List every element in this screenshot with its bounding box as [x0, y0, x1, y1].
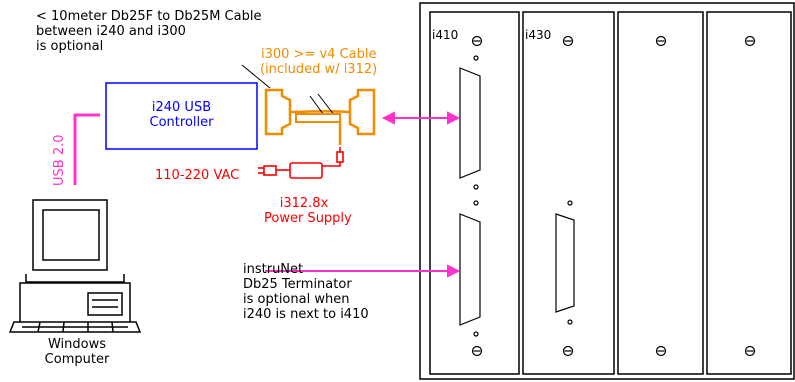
note-pointer-line	[241, 64, 271, 89]
chassis	[419, 2, 795, 380]
db25-plug-right	[348, 88, 376, 136]
i240-controller-label: i240 USB Controller	[106, 100, 257, 130]
db25-connectors	[459, 55, 575, 337]
screws	[471, 35, 756, 357]
terminator-note-line: Db25 Terminator	[243, 277, 352, 292]
screw-icon	[655, 35, 667, 47]
slot-i410	[429, 11, 520, 375]
power-supply-line: Power Supply	[264, 211, 352, 226]
i240-controller-line: Controller	[149, 115, 214, 130]
computer-icon	[8, 199, 142, 333]
screw-icon	[562, 35, 574, 47]
slot-4	[706, 11, 792, 375]
usb-label: USB 2.0	[52, 135, 67, 187]
computer-label-line: Windows	[47, 337, 107, 352]
db25-plug-left	[264, 88, 292, 136]
db25-connector-i430	[555, 200, 575, 325]
arrow-right-icon	[447, 264, 461, 278]
db25-connector-i410-top	[459, 55, 481, 190]
screw-icon	[744, 35, 756, 47]
usb-links	[73, 113, 100, 185]
i240-controller-box	[105, 82, 258, 150]
power-brick	[289, 162, 323, 179]
slot-3	[617, 11, 704, 375]
screw-icon	[562, 345, 574, 357]
i300-cable-label: i300 >= v4 Cable (included w/ i312)	[260, 47, 377, 77]
screw-icon	[471, 345, 483, 357]
slot-i430	[522, 11, 615, 375]
cable-arrows	[265, 111, 461, 278]
screw-icon	[655, 345, 667, 357]
computer-label-line: Computer	[44, 352, 110, 367]
db25-connector-i410-bottom	[459, 200, 481, 337]
cable-detail	[295, 93, 341, 123]
slot-label-i430: i430	[525, 28, 552, 42]
terminator-note-line: is optional when	[243, 292, 350, 307]
dc-plug-icon	[336, 151, 344, 163]
screw-icon	[471, 35, 483, 47]
terminator-note-line: instruNet	[243, 262, 304, 277]
vac-label: 110-220 VAC	[155, 168, 240, 183]
power-supply-label: i312.8x Power Supply	[264, 196, 352, 226]
cable-run	[289, 109, 351, 114]
i240-controller-line: i240 USB	[151, 100, 212, 115]
screw-icon	[744, 345, 756, 357]
terminator-note-line: i240 is next to i410	[243, 307, 369, 322]
power-lead-junction	[322, 118, 342, 145]
i300-cable-label-line: (included w/ i312)	[260, 62, 378, 77]
arrow-right-icon	[447, 111, 461, 125]
cable-note: < 10meter Db25F to Db25M Cable between i…	[36, 9, 261, 54]
chassis-frame	[419, 2, 795, 380]
terminator-note: instruNet Db25 Terminator is optional wh…	[243, 262, 369, 322]
computer-label: Windows Computer	[30, 337, 124, 367]
power-supply-line: i312.8x	[279, 196, 329, 211]
i300-cable-label-line: i300 >= v4 Cable	[261, 47, 377, 62]
arrow-left-icon	[381, 111, 395, 125]
cable-note-line: < 10meter Db25F to Db25M Cable	[36, 9, 262, 24]
usb-cable-line	[73, 113, 100, 185]
cable-note-line: is optional	[36, 39, 104, 54]
i300-cable	[264, 88, 376, 145]
power-supply	[258, 147, 344, 179]
ac-plug-icon	[263, 165, 277, 176]
cable-note-line: between i240 and i300	[36, 24, 186, 39]
slot-label-i410: i410	[432, 28, 459, 42]
